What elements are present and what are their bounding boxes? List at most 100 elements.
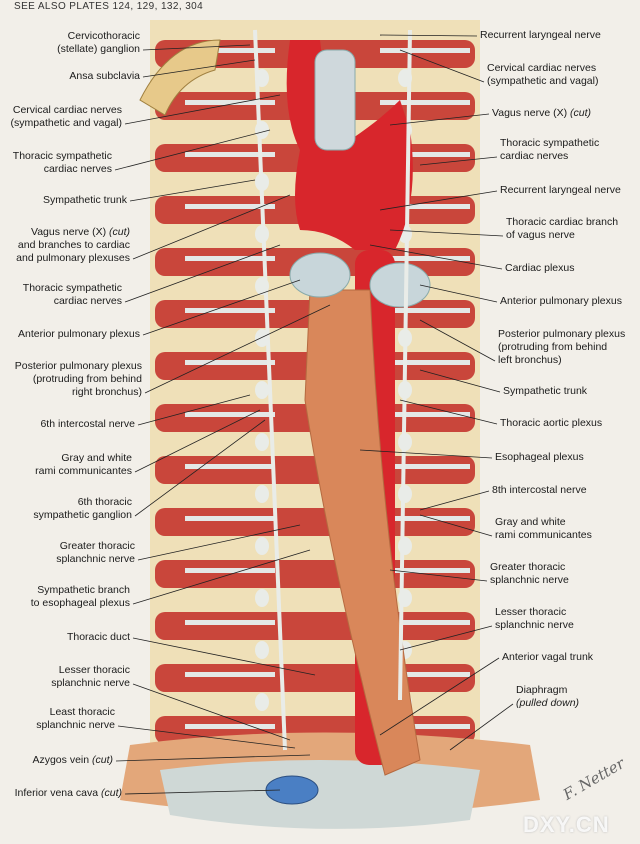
label-line: Greater thoracic — [490, 561, 569, 574]
intercostal-nerve — [185, 620, 275, 625]
leader-line — [389, 113, 490, 126]
label-left-1: Ansa subclavia — [69, 70, 140, 83]
trachea — [314, 49, 356, 151]
leader-line — [399, 49, 485, 83]
label-line: 8th intercostal nerve — [492, 484, 587, 497]
label-italic: (cut) — [92, 754, 113, 766]
label-line: of vagus nerve — [506, 229, 618, 242]
label-text: 6th thoracic — [77, 496, 132, 508]
label-line: Anterior pulmonary plexus — [18, 328, 140, 341]
label-left-5: Vagus nerve (X) (cut)and branches to car… — [16, 226, 130, 265]
leader-line — [132, 683, 291, 741]
label-text: Greater thoracic — [490, 561, 566, 573]
label-left-0: Cervicothoracic(stellate) ganglion — [57, 30, 140, 56]
label-line: 6th thoracic — [33, 496, 132, 509]
leader-line — [117, 725, 296, 749]
label-right-6: Cardiac plexus — [505, 262, 574, 275]
label-text: Thoracic sympathetic — [12, 150, 112, 162]
label-text: Sympathetic branch — [37, 584, 130, 596]
sympathetic-ganglion — [255, 537, 269, 555]
label-line: splanchnic nerve — [56, 553, 135, 566]
label-line: splanchnic nerve — [51, 677, 130, 690]
intercostal-nerve — [185, 412, 275, 417]
label-line: Anterior pulmonary plexus — [500, 295, 622, 308]
leader-line — [419, 514, 493, 537]
leader-line — [142, 59, 256, 78]
label-italic: (cut) — [570, 107, 592, 119]
label-text: and branches to cardiac — [17, 239, 130, 251]
label-line: rami communicantes — [495, 529, 592, 542]
label-text: (sympathetic and vagal) — [487, 75, 599, 87]
label-left-9: 6th intercostal nerve — [40, 418, 135, 431]
label-line: Lesser thoracic — [495, 606, 574, 619]
esophagus — [304, 289, 421, 776]
label-left-2: Cervical cardiac nerves(sympathetic and … — [11, 104, 122, 130]
label-line: to esophageal plexus — [31, 597, 130, 610]
label-line: (protruding from behind — [15, 373, 142, 386]
label-text: Lesser thoracic — [495, 606, 567, 618]
leader-line — [399, 625, 493, 651]
label-right-12: 8th intercostal nerve — [492, 484, 587, 497]
label-line: right bronchus) — [15, 386, 142, 399]
label-text: Thoracic aortic plexus — [500, 417, 603, 429]
label-left-4: Sympathetic trunk — [43, 194, 127, 207]
intercostal-nerve — [380, 204, 470, 209]
leader-line — [137, 394, 251, 426]
label-line: (sympathetic and vagal) — [11, 117, 122, 130]
label-line: Recurrent laryngeal nerve — [500, 184, 621, 197]
label-line: 6th intercostal nerve — [40, 418, 135, 431]
label-right-9: Sympathetic trunk — [503, 385, 587, 398]
leader-line — [359, 449, 493, 459]
intercostal-nerve — [185, 48, 275, 53]
label-right-1: Cervical cardiac nerves(sympathetic and … — [487, 62, 598, 88]
label-left-7: Anterior pulmonary plexus — [18, 328, 140, 341]
label-line: splanchnic nerve — [36, 719, 115, 732]
leader-line — [144, 304, 331, 394]
sympathetic-ganglion — [255, 381, 269, 399]
label-text: Thoracic sympathetic — [22, 282, 122, 294]
sympathetic-ganglion — [255, 693, 269, 711]
label-line: Vagus nerve (X) (cut) — [16, 226, 130, 239]
label-italic: (pulled down) — [516, 697, 580, 709]
label-text: splanchnic nerve — [56, 553, 135, 565]
label-line: Azygos vein (cut) — [32, 754, 113, 767]
left-bronchus — [369, 262, 431, 308]
label-right-17: Diaphragm(pulled down) — [516, 684, 579, 710]
intercostal-nerve — [380, 360, 470, 365]
label-line: (stellate) ganglion — [57, 43, 140, 56]
intercostal-nerve — [185, 308, 275, 313]
label-text: to esophageal plexus — [30, 597, 130, 609]
label-text: Sympathetic trunk — [503, 385, 588, 397]
sympathetic-trunk-left — [253, 29, 287, 751]
label-line: Diaphragm — [516, 684, 579, 697]
label-line: Greater thoracic — [56, 540, 135, 553]
leader-line — [142, 44, 251, 51]
label-text: splanchnic nerve — [36, 719, 115, 731]
intercostal-nerve — [185, 672, 275, 677]
label-text: left bronchus) — [498, 354, 562, 366]
label-text: (stellate) ganglion — [57, 43, 140, 55]
label-text: Posterior pulmonary plexus — [14, 360, 142, 372]
leader-line — [124, 789, 281, 795]
intercostal-nerve — [185, 256, 275, 261]
label-line: Vagus nerve (X) (cut) — [492, 107, 591, 120]
intercostal-band — [155, 508, 475, 536]
label-text: Vagus nerve (X) — [30, 226, 109, 238]
right-bronchus — [289, 252, 351, 298]
label-left-17: Azygos vein (cut) — [32, 754, 113, 767]
label-line: left bronchus) — [498, 354, 625, 367]
leader-line — [134, 409, 261, 473]
intercostal-nerve — [185, 568, 275, 573]
label-line: rami communicantes — [35, 465, 132, 478]
label-right-2: Vagus nerve (X) (cut) — [492, 107, 591, 120]
intercostal-band — [155, 612, 475, 640]
label-line: Least thoracic — [36, 706, 115, 719]
label-text: (protruding from behind — [498, 341, 608, 353]
leader-lines — [114, 34, 514, 795]
label-text: Cervical cardiac nerves — [487, 62, 597, 74]
label-line: cardiac nerves — [13, 163, 112, 176]
sympathetic-ganglion — [255, 485, 269, 503]
